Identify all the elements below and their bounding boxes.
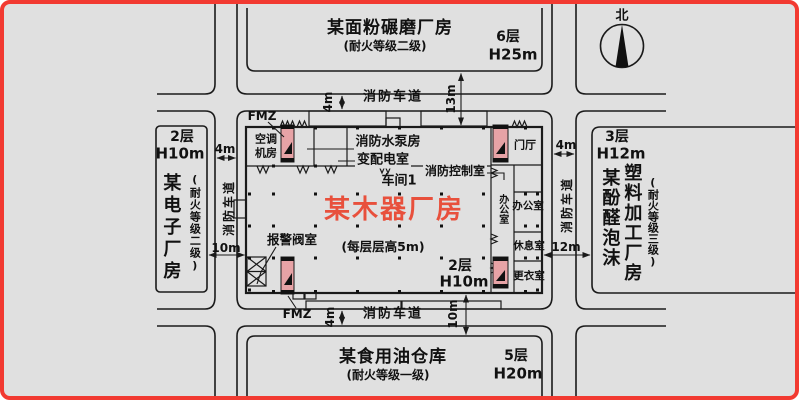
bottom-building-floors: 5层 xyxy=(504,347,528,364)
leader-lines xyxy=(256,121,505,309)
top-building-fire-rating: (耐火等级二级) xyxy=(343,39,427,54)
apron-pad xyxy=(308,110,387,127)
fire-shutter-stairs xyxy=(280,124,509,295)
room-fire-pump: 消防水泵房 xyxy=(355,134,421,150)
right-building-name-col2: 塑料加工厂房 xyxy=(621,163,643,283)
bottom-building-fire-rating: (耐火等级一级) xyxy=(346,368,430,383)
door-bump xyxy=(385,117,401,128)
road-label-right: 消防车道 xyxy=(560,176,575,234)
central-floor-note: (每层层高5m) xyxy=(341,238,425,254)
door-bump xyxy=(292,292,305,300)
dimension-lines xyxy=(208,73,591,335)
road-label-left: 消防车道 xyxy=(222,179,237,237)
room-lobby: 门厅 xyxy=(514,138,536,152)
fire-shutter-bottom-right xyxy=(492,256,509,289)
dim-label-left-separation: 10m xyxy=(211,241,241,256)
left-building-outline xyxy=(155,125,208,293)
fire-shutter-top-left xyxy=(280,124,295,163)
north-compass-icon xyxy=(599,23,645,69)
room-office-vertical: 办公室 xyxy=(496,194,508,224)
room-locker: 更衣室 xyxy=(513,269,545,282)
central-building-height: H10m xyxy=(439,272,489,291)
road-network xyxy=(157,4,666,396)
dim-label-right-separation: 12m xyxy=(551,240,581,255)
fmz-label-bottom: FMZ xyxy=(282,307,312,322)
top-building-outline xyxy=(246,8,543,72)
site-plan-drawing xyxy=(155,4,795,396)
fmz-label-top: FMZ xyxy=(247,109,277,124)
left-building-floors: 2层 xyxy=(170,128,194,145)
left-building-name: 某电子厂房 xyxy=(160,173,182,283)
bottom-building-height: H20m xyxy=(493,364,543,383)
leader-fmz-top xyxy=(267,121,285,138)
apron-pad xyxy=(305,300,402,310)
dim-label-left-road-width: 4m xyxy=(214,142,236,157)
room-alarm-valve: 报警阀室 xyxy=(266,231,318,247)
column-grid-dots xyxy=(248,126,539,294)
bottom-building-outline xyxy=(246,335,543,396)
road-label-bottom: 消防车道 xyxy=(362,306,424,322)
bottom-building-name: 某食用油仓库 xyxy=(339,347,447,368)
room-power-dist: 变配电室 xyxy=(354,152,412,169)
right-building-height: H12m xyxy=(596,144,646,163)
top-building-height: H25m xyxy=(488,45,538,64)
door-bump xyxy=(304,292,317,300)
road-label-top: 消防车道 xyxy=(362,89,424,105)
room-hvac: 空调机房 xyxy=(254,132,277,160)
right-building-fire-rating: (耐火等级三级) xyxy=(646,176,660,268)
top-building-name: 某面粉碾磨厂房 xyxy=(327,18,453,39)
north-label: 北 xyxy=(615,8,629,24)
workshop-label: 车间1 xyxy=(381,173,417,189)
central-building-name: 某木器厂房 xyxy=(323,195,465,226)
room-office: 办公室 xyxy=(512,199,544,212)
building-outlines xyxy=(155,8,795,396)
room-fire-control: 消防控制室 xyxy=(422,164,488,179)
dim-label-top-road-width: 4m xyxy=(321,91,336,113)
right-building-name-col1: 某酚醛泡沫 xyxy=(599,168,621,268)
central-building-floors: 2层 xyxy=(448,257,472,274)
apron-pad xyxy=(420,110,488,127)
left-building-fire-rating: (耐火等级二级) xyxy=(188,173,202,273)
apron-pad xyxy=(401,300,502,310)
room-rest: 休息室 xyxy=(513,239,545,252)
central-interior-walls xyxy=(233,110,542,310)
dim-label-bottom-road-width: 4m xyxy=(323,306,338,328)
leader-fire-control xyxy=(487,172,505,180)
fire-shutter-top-right xyxy=(492,124,509,163)
leader-alarm-valve xyxy=(256,246,277,285)
right-building-floors: 3层 xyxy=(605,128,629,145)
leader-fmz-bottom xyxy=(287,295,297,309)
side-exit-box xyxy=(233,199,247,219)
dim-label-right-road-width: 4m xyxy=(555,138,577,153)
dim-label-top-separation: 13m xyxy=(444,84,459,114)
left-building-height: H10m xyxy=(155,144,205,163)
fire-shutter-bottom-left xyxy=(280,256,295,295)
right-building-outline xyxy=(591,126,795,294)
top-building-floors: 6层 xyxy=(496,28,520,45)
dim-label-bottom-separation: 10m xyxy=(446,299,461,329)
